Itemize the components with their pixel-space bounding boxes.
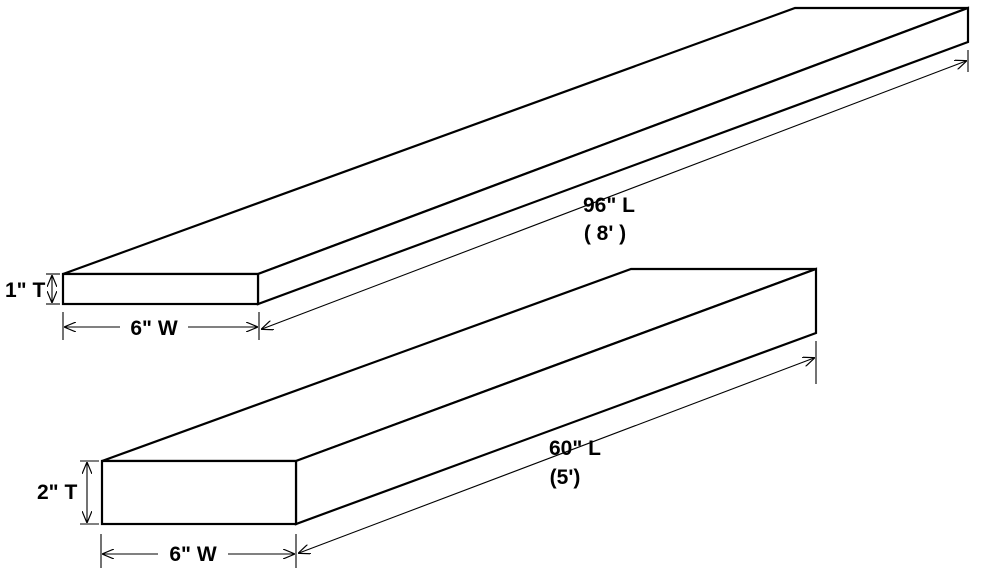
board-bottom-length-label: 60" L xyxy=(549,437,601,460)
board-bottom xyxy=(100,267,818,526)
board-bottom-length-dimension: 60" L (5') xyxy=(299,341,817,553)
board-bottom-width-dimension: 6" W xyxy=(100,534,297,568)
board-top-width-label: 6" W xyxy=(130,317,177,340)
board-bottom-thickness-dimension: 2" T xyxy=(37,460,99,525)
board-bottom-width-label: 6" W xyxy=(169,543,216,566)
board-bottom-end-face xyxy=(100,459,298,526)
board-top-side-face xyxy=(256,6,970,306)
board-top-end-face xyxy=(61,272,260,306)
board-top-length-label: 96" L xyxy=(583,194,635,217)
board-bottom-length-feet-label: (5') xyxy=(550,466,581,489)
board-top-width-dimension: 6" W xyxy=(62,312,260,340)
board-top xyxy=(61,6,970,306)
board-top-top-face xyxy=(62,6,969,276)
board-top-length-dimension: 96" L ( 8' ) xyxy=(262,50,969,329)
board-top-length-feet-label: ( 8' ) xyxy=(584,222,626,245)
board-bottom-thickness-label: 2" T xyxy=(37,481,77,504)
board-top-thickness-dimension: 1" T xyxy=(5,273,60,305)
board-top-thickness-label: 1" T xyxy=(5,279,45,302)
